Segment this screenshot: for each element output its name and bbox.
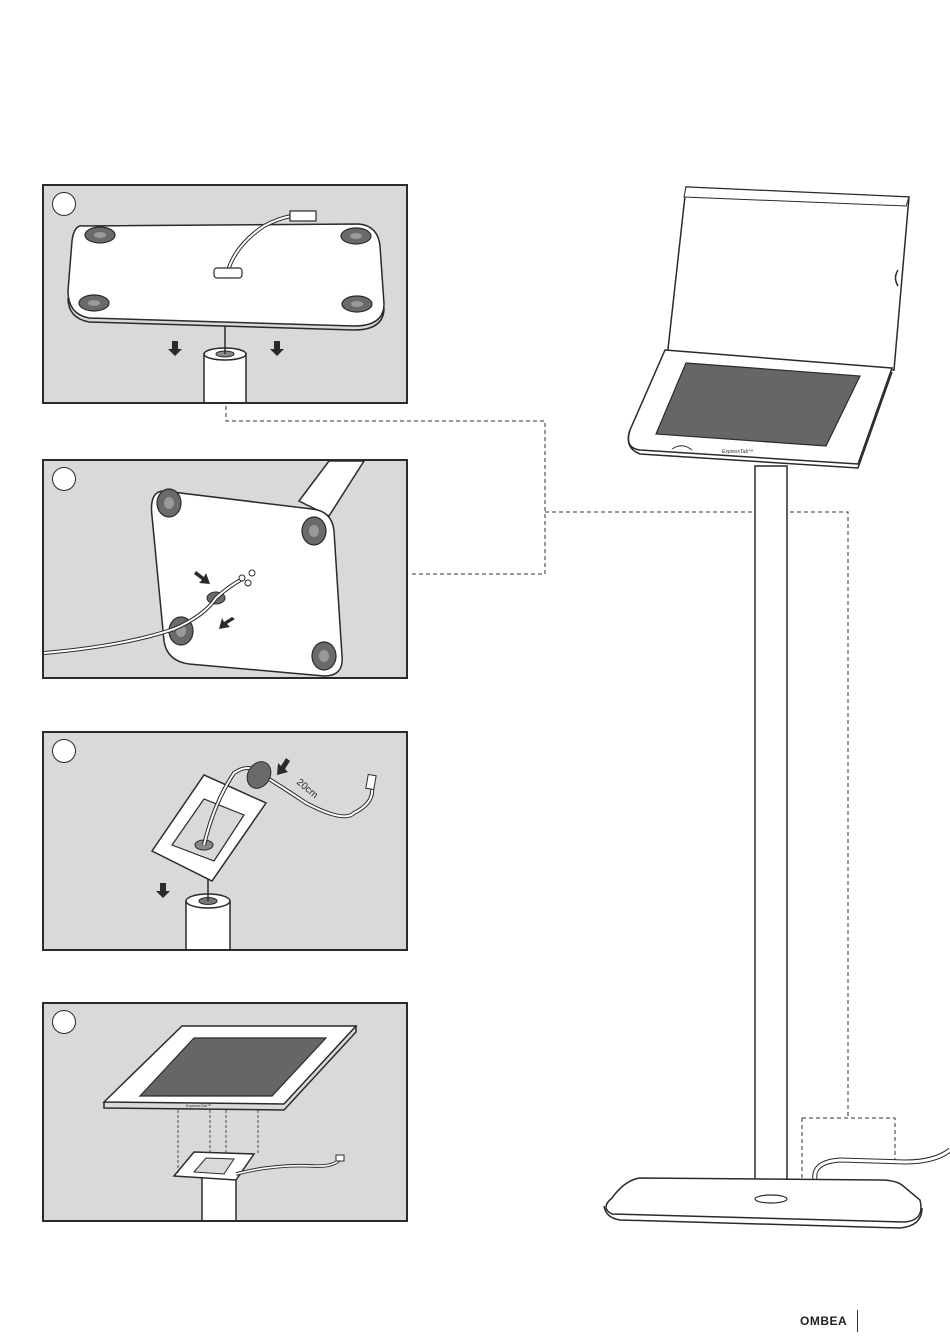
brand-logo: OMBEA [800, 1310, 858, 1332]
stand-device-label: ExpressTab™ [722, 449, 753, 455]
logo-divider [857, 1310, 858, 1332]
brand-logo-text: OMBEA [800, 1314, 847, 1328]
